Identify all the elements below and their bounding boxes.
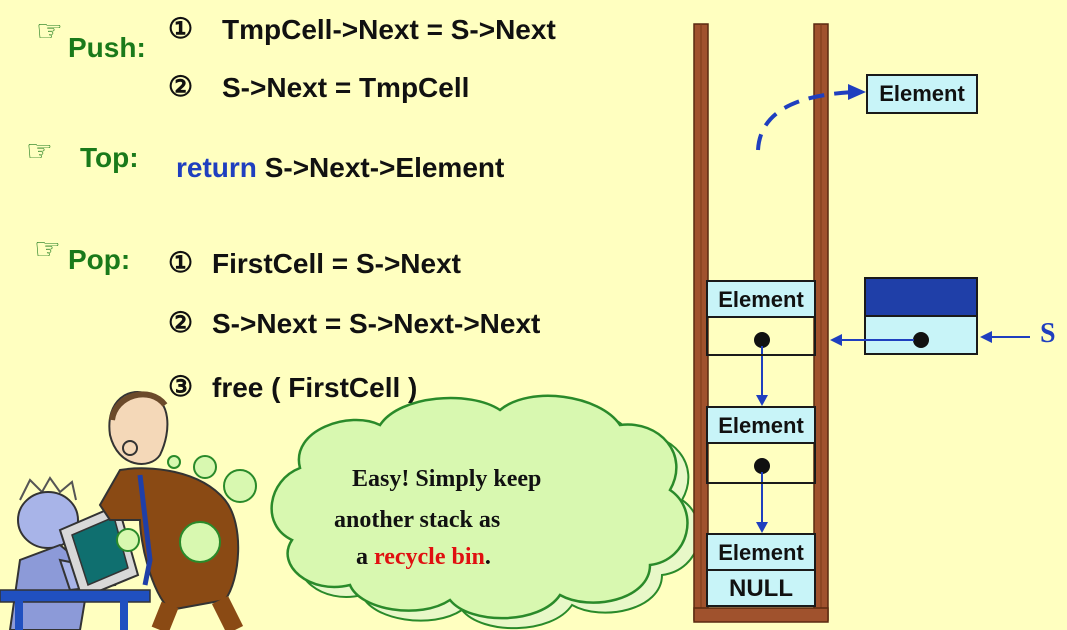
link-arrowhead-into-stack <box>830 334 842 346</box>
cell2-pointer-dot <box>754 458 770 474</box>
pointing-hand-icon: ☞ <box>26 135 53 168</box>
pointing-hand-icon: ☞ <box>36 15 63 48</box>
top-label: Top: <box>80 142 139 173</box>
cloud-line3: a recycle bin. <box>356 544 491 571</box>
top-expression: S->Next->Element <box>264 152 505 183</box>
stack-cell1-element: Element <box>706 280 816 318</box>
stack-cell2-element: Element <box>706 406 816 444</box>
stack-cell2-next <box>706 442 816 484</box>
thought-bubble-small <box>167 455 181 469</box>
pointing-hand-icon: ☞ <box>34 233 61 266</box>
top-code: return S->Next->Element <box>176 152 504 184</box>
push-step1-code: TmpCell->Next = S->Next <box>222 14 556 45</box>
pop-step1-number: ① <box>168 247 194 278</box>
cartoon-computer <box>0 503 151 630</box>
return-keyword: return <box>176 152 257 183</box>
cell1-next-arrowhead <box>756 395 768 406</box>
thought-bubble-large <box>223 469 257 503</box>
pop-out-arrowhead <box>848 84 866 100</box>
cloud-line1: Easy! Simply keep <box>352 466 542 492</box>
cartoon-standing-man <box>98 390 244 630</box>
recycle-bin-highlight: recycle bin <box>374 544 485 570</box>
stack-cell3-element: Element <box>706 533 816 571</box>
stack-walls <box>693 23 829 623</box>
push-step2-number: ② <box>168 71 194 102</box>
s-pointer-arrowhead <box>980 331 992 343</box>
pop-step3-code: free ( FirstCell ) <box>212 372 418 403</box>
free-cell-header <box>864 277 978 317</box>
thought-bubble-medium <box>193 455 217 479</box>
pop-step2-code: S->Next = S->Next->Next <box>212 308 541 339</box>
popped-element-cell: Element <box>866 74 978 114</box>
push-step1-number: ① <box>168 13 194 44</box>
pop-label: Pop: <box>68 244 131 275</box>
free-cell-pointer <box>864 315 978 355</box>
cloud-line3-suffix: . <box>484 544 491 570</box>
stack-cell1-next <box>706 316 816 356</box>
stack-null-cell: NULL <box>706 569 816 607</box>
pop-out-dashed-arrow <box>756 90 856 151</box>
cloud-line3-prefix: a <box>356 544 374 570</box>
s-pointer-label: S <box>1040 318 1056 349</box>
cell2-next-arrowhead <box>756 522 768 533</box>
thought-cloud <box>270 394 689 620</box>
pop-step2-number: ② <box>168 307 194 338</box>
cloud-line2: another stack as <box>334 507 501 533</box>
cell1-pointer-dot <box>754 332 770 348</box>
free-cell-pointer-dot <box>913 332 929 348</box>
pop-step1-code: FirstCell = S->Next <box>212 248 461 279</box>
pop-step3-number: ③ <box>168 371 194 402</box>
push-label: Push: <box>68 32 146 63</box>
push-step2-code: S->Next = TmpCell <box>222 72 470 103</box>
